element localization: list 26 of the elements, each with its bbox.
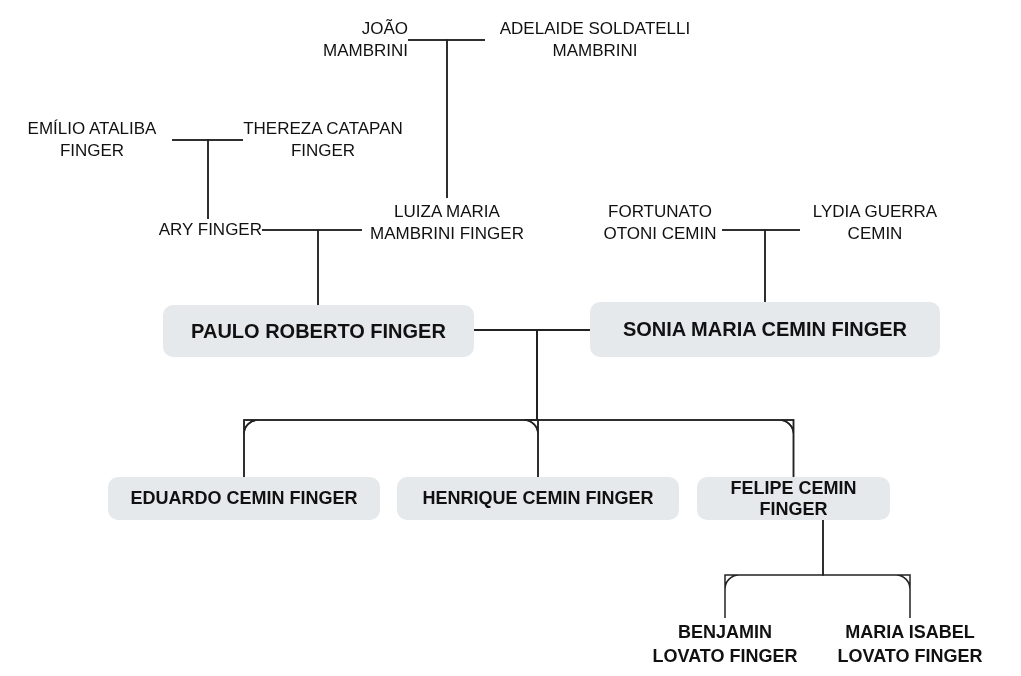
- person-name: PAULO ROBERTO FINGER: [191, 319, 446, 343]
- person-name: BENJAMIN LOVATO FINGER: [651, 621, 799, 668]
- person-name: EDUARDO CEMIN FINGER: [130, 488, 358, 509]
- family-line: [822, 519, 911, 619]
- family-line: [317, 229, 363, 306]
- family-line: [207, 139, 244, 220]
- person-name: JOÃO MAMBRINI: [323, 18, 408, 62]
- person-name: FORTUNATO OTONI CEMIN: [602, 201, 718, 245]
- family-line: [764, 229, 801, 303]
- person-name: FELIPE CEMIN FINGER: [729, 477, 858, 520]
- family-line: [536, 329, 795, 478]
- family-line: [446, 39, 486, 199]
- person-box: [590, 302, 940, 357]
- person-box: [397, 477, 679, 520]
- person-name: EMÍLIO ATALIBA FINGER: [26, 118, 158, 162]
- person-box: [163, 305, 474, 357]
- person-name: LUIZA MARIA MAMBRINI FINGER: [369, 201, 525, 245]
- person-name: LYDIA GUERRA CEMIN: [811, 201, 939, 245]
- person-name: MARIA ISABEL LOVATO FINGER: [836, 621, 984, 668]
- person-name: ARY FINGER: [158, 219, 262, 241]
- person-box: [697, 477, 890, 520]
- person-box: [108, 477, 380, 520]
- person-name: SONIA MARIA CEMIN FINGER: [622, 318, 908, 341]
- person-name: HENRIQUE CEMIN FINGER: [422, 488, 654, 509]
- person-name: THEREZA CATAPAN FINGER: [243, 118, 403, 162]
- person-name: ADELAIDE SOLDATELLI MAMBRINI: [498, 18, 692, 62]
